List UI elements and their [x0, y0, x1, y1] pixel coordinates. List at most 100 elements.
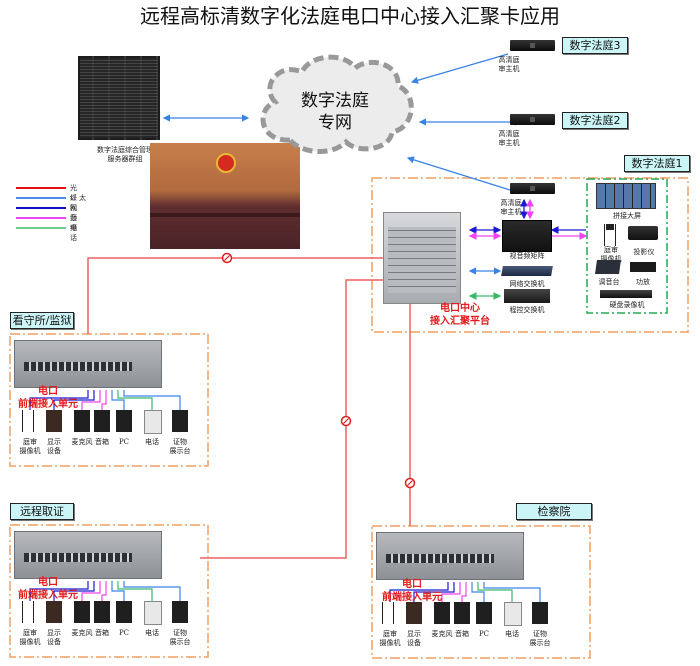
microphone-icon — [434, 602, 450, 624]
display-icon — [46, 601, 62, 623]
pc-icon — [116, 410, 132, 432]
telephone-icon — [504, 602, 522, 626]
front-access-unit-label: 电口前端接入单元 — [382, 579, 442, 603]
hd-court-host-1-icon — [510, 183, 555, 194]
speaker-icon — [94, 601, 110, 623]
site-device-label: 证物展示台 — [169, 629, 191, 646]
diagram-title: 远程高标清数字化法庭电口中心接入汇聚卡应用 — [140, 4, 560, 28]
hd-court-host-1-label: 高清庭 审主机 — [500, 199, 522, 216]
site-device-link — [111, 581, 125, 601]
av-matrix-label: 视音频矩阵 — [509, 252, 545, 260]
site-device-link — [471, 582, 485, 602]
site-device-label: 麦克风 — [71, 438, 93, 446]
court-camera-icon — [22, 410, 34, 432]
site-device-label: 庭审摄像机 — [379, 630, 401, 647]
mixer-icon — [595, 260, 621, 274]
legend-swatch — [16, 207, 66, 209]
site-tag-detention[interactable]: 看守所/监狱 — [10, 312, 74, 329]
amplifier-label: 功放 — [636, 278, 650, 286]
site-device-label: 麦克风 — [71, 629, 93, 637]
dvr-icon — [600, 290, 652, 298]
site-device-link — [123, 581, 181, 601]
site-tag-procuratorate[interactable]: 检察院 — [516, 503, 592, 520]
court-camera-icon — [382, 602, 394, 624]
site-tag-remote-evidence[interactable]: 远程取证 — [10, 503, 74, 520]
site-device-link — [413, 582, 455, 602]
av-matrix-icon — [502, 220, 552, 252]
front-access-unit-label: 电口前端接入单元 — [18, 577, 78, 601]
hd-court-host-2-label: 高清庭 审主机 — [498, 130, 520, 147]
national-emblem-icon — [216, 153, 236, 173]
server-rack-icon — [78, 56, 160, 140]
legend-item: 光 纤 — [16, 183, 96, 202]
site-device-link — [461, 582, 467, 602]
site-device-link — [441, 582, 461, 602]
legend-label: 光 纤 — [70, 184, 88, 202]
central-aggregation-platform-icon — [383, 212, 461, 304]
court-2-tag[interactable]: 数字法庭2 — [562, 112, 628, 129]
central-platform-label: 电口中心 接入汇聚平台 — [430, 303, 490, 327]
court1-peripherals-region — [586, 178, 668, 314]
front-access-unit-2-icon — [14, 531, 162, 579]
ethernet-links — [162, 53, 516, 275]
legend-label: 视 频 — [70, 204, 88, 222]
microphone-icon — [74, 601, 90, 623]
cloud-label: 数字法庭 专网 — [301, 91, 369, 133]
court-camera-label: 庭审 摄像机 — [600, 246, 622, 263]
display-icon — [46, 410, 62, 432]
network-switch-label: 网络交换机 — [509, 280, 545, 288]
site-device-label: 庭审摄像机 — [19, 629, 41, 646]
document-camera-icon — [172, 410, 188, 432]
legend-label: 音 频 — [70, 214, 88, 232]
site-device-label: 证物展示台 — [169, 438, 191, 455]
site-device-link — [389, 582, 449, 602]
site-device-label: 电话 — [145, 629, 159, 637]
site-device-link — [101, 581, 107, 601]
legend-item: 音 频 — [16, 213, 96, 232]
site-device-link — [117, 581, 153, 601]
court-camera-icon — [604, 224, 616, 246]
site-device-label: 音箱 — [95, 438, 109, 446]
document-camera-icon — [172, 601, 188, 623]
dvr-label: 硬盘录像机 — [609, 301, 645, 309]
courtroom-photo — [150, 143, 300, 249]
site-device-link — [81, 390, 101, 410]
hd-court-host-3-label: 高清庭 审主机 — [498, 56, 520, 73]
legend-swatch — [16, 217, 66, 219]
front-access-unit-1-icon — [14, 340, 162, 388]
site-device-link — [29, 581, 89, 601]
site-device-link — [117, 390, 153, 410]
legend-label: 以太网 — [70, 194, 88, 212]
site-device-label: 麦克风 — [431, 630, 453, 638]
legend-item: 以太网 — [16, 193, 96, 212]
court-1-tag[interactable]: 数字法庭1 — [624, 155, 690, 172]
site-device-link — [477, 582, 513, 602]
legend-swatch — [16, 187, 66, 189]
legend-swatch — [16, 227, 66, 229]
court-3-tag[interactable]: 数字法庭3 — [562, 37, 628, 54]
legend-swatch — [16, 197, 66, 199]
legend-item: 视 频 — [16, 203, 96, 222]
video-wall-icon — [596, 183, 656, 209]
pbx-icon — [504, 289, 550, 303]
site-device-label: 显示设备 — [47, 438, 61, 455]
site-device-label: PC — [118, 438, 130, 446]
speaker-icon — [94, 410, 110, 432]
site-device-link — [53, 390, 95, 410]
site-device-link — [101, 390, 107, 410]
court-camera-icon — [22, 601, 34, 623]
legend-label: 电 话 — [70, 224, 88, 242]
site-device-link — [123, 390, 181, 410]
server-group-label: 数字法庭综合管理 服务器群组 — [97, 146, 153, 163]
site-device-link — [29, 390, 89, 410]
site-device-label: 电话 — [505, 630, 519, 638]
speaker-icon — [454, 602, 470, 624]
site-device-label: 电话 — [145, 438, 159, 446]
legend-item: 电 话 — [16, 223, 96, 242]
front-access-unit-3-icon — [376, 532, 524, 580]
site-regions — [9, 333, 591, 659]
site-device-label: 音箱 — [95, 629, 109, 637]
network-switch-icon — [501, 266, 553, 276]
site-device-label: PC — [118, 629, 130, 637]
